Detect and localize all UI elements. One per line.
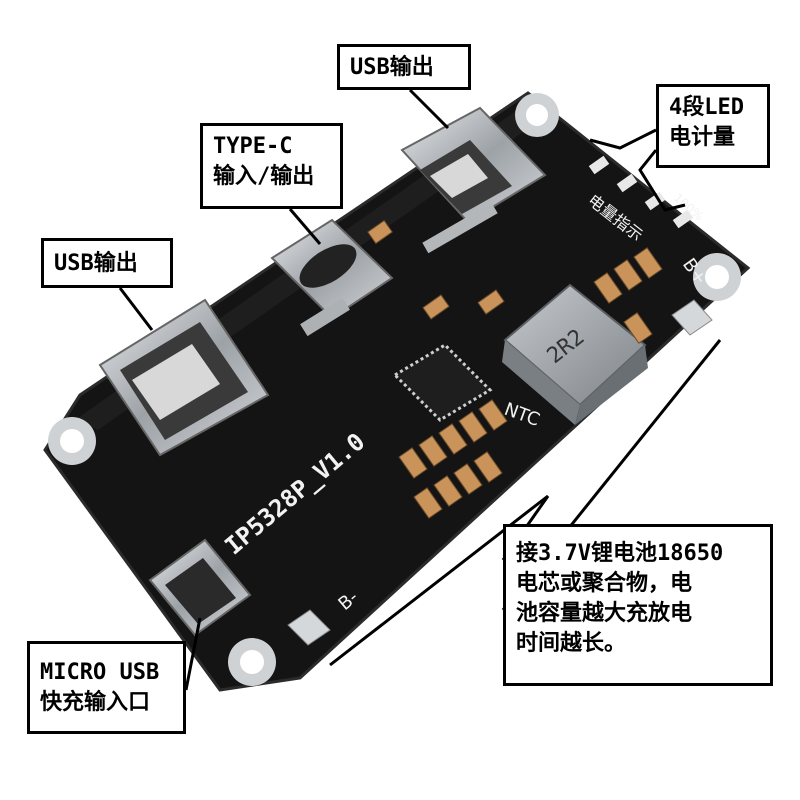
usb-output-top-label: USB输出 xyxy=(337,44,471,90)
battery-positive-pad xyxy=(671,299,713,336)
micro-usb-label: MICRO USB 快充输入口 xyxy=(27,641,186,734)
led-indicator-row xyxy=(588,155,694,229)
battery-negative-pad xyxy=(287,609,331,646)
battery-note-label: 接3.7V锂电池18650 电芯或聚合物，电 池容量越大充放电 时间越长。 xyxy=(503,524,773,686)
mounting-hole xyxy=(48,417,96,465)
usb-a-port-top xyxy=(400,106,547,254)
mounting-hole xyxy=(693,253,741,301)
usb-a-port-left xyxy=(98,298,270,457)
inductor: 2R2 xyxy=(502,283,648,425)
micro-usb-port xyxy=(148,538,252,637)
capacitor-cluster xyxy=(367,219,663,519)
type-c-port xyxy=(270,218,394,337)
usb-output-left-label: USB输出 xyxy=(41,238,173,288)
typec-port-label: TYPE-C 输入/输出 xyxy=(200,123,343,209)
mounting-hole xyxy=(228,638,276,686)
ic-chip xyxy=(392,343,493,422)
led-indicator-label: 4段LED 电计量 xyxy=(656,84,770,168)
mounting-hole xyxy=(515,93,559,137)
